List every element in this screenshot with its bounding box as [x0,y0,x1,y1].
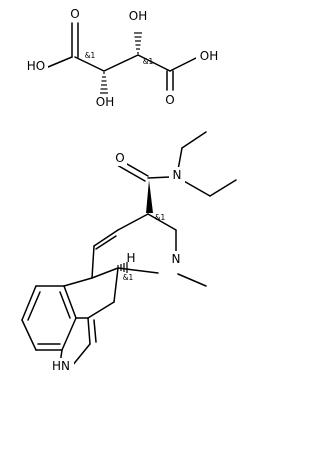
bond [147,213,177,231]
stereo-label: &1 [155,213,166,222]
bond [59,291,71,319]
bond [147,176,171,179]
hashed-wedge-bond [134,32,142,54]
bond [71,343,91,367]
bond [21,285,37,321]
atom-label: OH [200,49,218,63]
atom-label: O [70,7,79,21]
bond [93,319,97,343]
bond [117,213,149,231]
bond [103,54,139,72]
bond [177,147,183,171]
wedge-bond [146,180,153,213]
bond [87,317,91,345]
bond [113,267,119,303]
bond [74,56,105,72]
atom-label: OH [96,95,114,109]
bond [21,319,37,351]
atom-label: O [165,93,174,107]
atom-label: H [126,251,135,265]
atom-label: OH [129,9,147,23]
tartaric-acid: HO O OH OH OH O &1 &1 [24,6,222,110]
bond [47,56,73,68]
atom-label: N [172,252,181,266]
bond [181,131,207,149]
atom-label: N [173,168,182,182]
bond [177,273,207,287]
bond [91,245,95,279]
bond [63,277,93,287]
hashed-wedge-bond [117,262,128,273]
bond [116,164,146,182]
stereo-label: &1 [85,51,96,60]
hashed-wedge-bond [100,72,108,94]
bond [117,267,159,274]
atom-label: HN [52,359,70,373]
bond [87,301,115,319]
atom-label: O [115,151,124,165]
stereo-label: &1 [123,273,134,282]
bond [95,235,117,250]
bond [93,229,119,247]
bond [63,285,77,319]
bond [209,179,237,197]
bond [27,291,41,321]
bond [61,317,77,351]
atom-label: HO [27,59,45,73]
bond [91,267,119,279]
bond [169,57,197,72]
bond [137,54,171,72]
bond [181,179,211,197]
lsd-molecule: O N N H HN &1 &1 [21,131,237,374]
molecule-drawing: HO O OH OH OH O &1 &1 [21,6,237,374]
stereo-label: &1 [143,57,154,66]
